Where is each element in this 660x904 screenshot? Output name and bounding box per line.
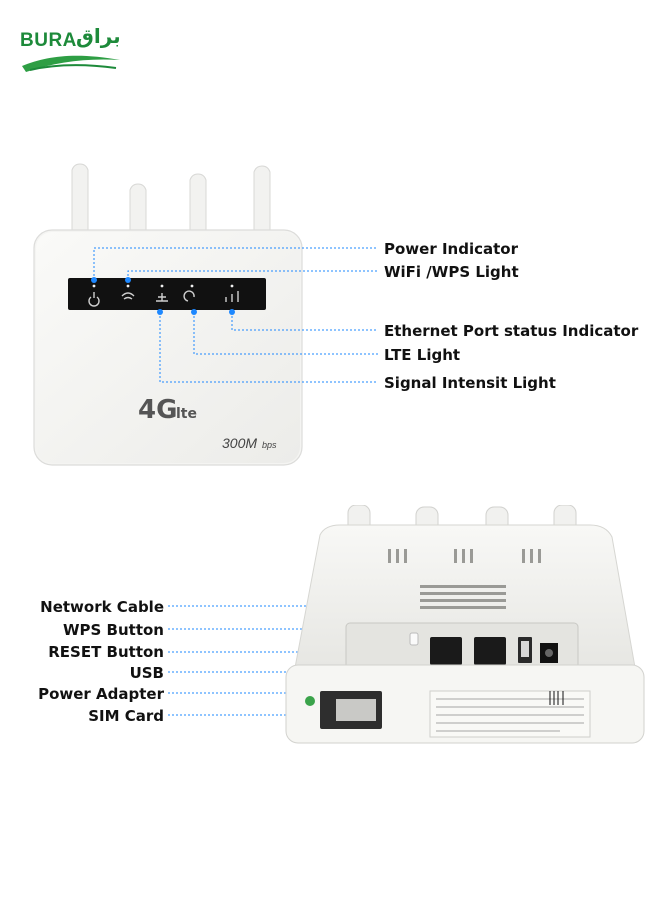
wifi-led-icon: [121, 292, 135, 300]
router-back-image: [285, 505, 645, 744]
label-reset-button: RESET Button: [48, 643, 164, 661]
label-lte-light: LTE Light: [384, 346, 461, 364]
label-ethernet-indicator: Ethernet Port status Indicator: [384, 322, 639, 340]
antenna-1: [71, 163, 89, 241]
bura-logo: [22, 55, 120, 72]
lte-brand-text: lte: [176, 406, 197, 422]
antenna-4: [253, 165, 271, 241]
4g-brand-text: 4G: [138, 395, 177, 425]
label-network-cable: Network Cable: [40, 598, 164, 616]
router-front-image: 4G lte 300M bps: [33, 163, 303, 466]
ethernet-led-icon: [156, 293, 168, 302]
label-power-adapter: Power Adapter: [38, 685, 164, 703]
label-sim-card: SIM Card: [88, 707, 164, 725]
antenna-3: [189, 173, 207, 241]
speed-text: 300M: [222, 435, 257, 451]
speed-unit-text: bps: [262, 440, 277, 450]
power-led-icon: [88, 296, 100, 307]
led-panel: [68, 278, 266, 310]
label-signal-light: Signal Intensit Light: [384, 374, 556, 392]
label-wifi-wps-light: WiFi /WPS Light: [384, 263, 519, 281]
logo-text: BURA: [20, 30, 77, 51]
logo-arabic: براق: [76, 24, 121, 48]
lte-led-icon: [183, 290, 195, 302]
label-usb: USB: [129, 664, 164, 682]
label-wps-button: WPS Button: [62, 621, 164, 639]
label-power-indicator: Power Indicator: [384, 240, 518, 258]
antenna-2: [129, 183, 147, 241]
